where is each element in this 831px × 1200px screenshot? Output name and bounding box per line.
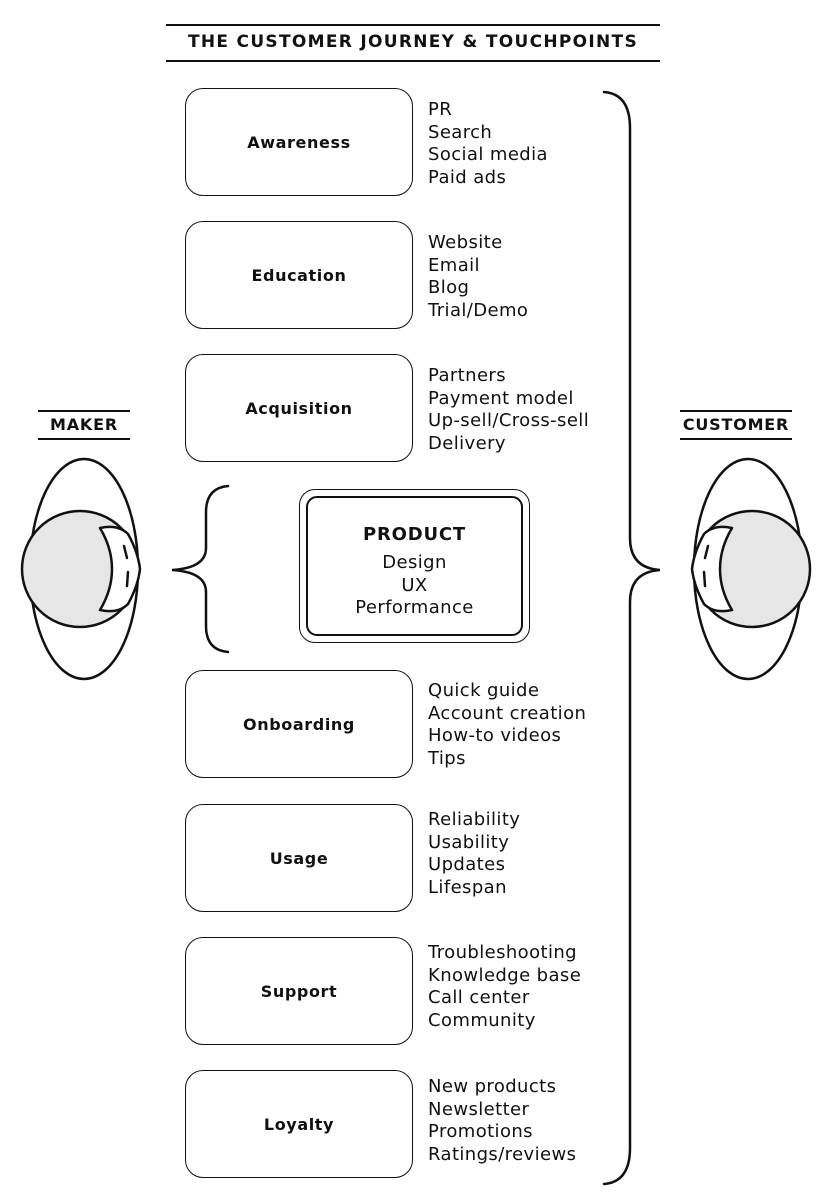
touchpoint-item: Partners bbox=[428, 365, 506, 386]
touchpoint-item: New products bbox=[428, 1076, 557, 1097]
touchpoint-item: Paid ads bbox=[428, 166, 507, 188]
touchpoint-item: Promotions bbox=[428, 1121, 533, 1142]
touchpoint-item: Tips bbox=[428, 747, 466, 769]
touchpoints-awareness: PR Search Social media Paid ads bbox=[428, 99, 548, 189]
touchpoint-item: Delivery bbox=[428, 432, 506, 454]
touchpoints-onboarding: Quick guide Account creation How-to vide… bbox=[428, 680, 586, 770]
product-box: PRODUCT Design UX Performance bbox=[299, 489, 530, 643]
touchpoint-item: Up-sell/Cross-sell bbox=[428, 410, 590, 431]
maker-head-icon bbox=[20, 457, 142, 681]
stage-acquisition: Acquisition bbox=[185, 354, 413, 462]
touchpoint-item: Payment model bbox=[428, 387, 574, 409]
touchpoint-item: Reliability bbox=[428, 809, 521, 830]
stage-label: Awareness bbox=[247, 132, 351, 152]
touchpoint-item: Website bbox=[428, 232, 503, 253]
touchpoint-item: Social media bbox=[428, 144, 548, 165]
stage-label: Usage bbox=[269, 848, 329, 868]
product-item: UX bbox=[401, 574, 428, 596]
touchpoint-item: Knowledge base bbox=[428, 964, 582, 986]
stage-label: Education bbox=[251, 265, 347, 285]
touchpoint-item: Community bbox=[428, 1009, 536, 1031]
maker-label: MAKER bbox=[38, 410, 130, 440]
stage-label: Onboarding bbox=[243, 714, 355, 734]
stage-label: Acquisition bbox=[245, 398, 353, 418]
touchpoint-item: Search bbox=[428, 121, 493, 143]
touchpoints-acquisition: Partners Payment model Up-sell/Cross-sel… bbox=[428, 365, 589, 455]
customer-brace-icon bbox=[602, 90, 661, 1186]
touchpoint-item: How-to videos bbox=[428, 725, 562, 746]
touchpoint-item: Updates bbox=[428, 854, 506, 875]
stage-loyalty: Loyalty bbox=[185, 1070, 413, 1178]
touchpoint-item: Troubleshooting bbox=[428, 942, 577, 963]
stage-education: Education bbox=[185, 221, 413, 329]
touchpoint-item: Call center bbox=[428, 987, 530, 1008]
stage-onboarding: Onboarding bbox=[185, 670, 413, 778]
customer-label: CUSTOMER bbox=[680, 410, 792, 440]
touchpoint-item: Ratings/reviews bbox=[428, 1143, 577, 1165]
touchpoint-item: Blog bbox=[428, 277, 470, 298]
title-frame: THE CUSTOMER JOURNEY & TOUCHPOINTS bbox=[166, 24, 660, 62]
maker-brace-icon bbox=[171, 484, 230, 654]
touchpoint-item: Trial/Demo bbox=[428, 299, 529, 321]
customer-head-icon bbox=[690, 457, 812, 681]
product-item: Performance bbox=[355, 597, 474, 618]
touchpoint-item: PR bbox=[428, 99, 453, 120]
stage-label: Support bbox=[260, 981, 338, 1001]
product-box-inner: PRODUCT Design UX Performance bbox=[306, 496, 523, 636]
touchpoint-item: Lifespan bbox=[428, 876, 507, 898]
stage-awareness: Awareness bbox=[185, 88, 413, 196]
touchpoint-item: Usability bbox=[428, 831, 510, 853]
touchpoints-usage: Reliability Usability Updates Lifespan bbox=[428, 809, 520, 899]
touchpoints-education: Website Email Blog Trial/Demo bbox=[428, 232, 528, 322]
stage-label: Loyalty bbox=[263, 1114, 335, 1134]
touchpoint-item: Quick guide bbox=[428, 680, 540, 701]
touchpoints-loyalty: New products Newsletter Promotions Ratin… bbox=[428, 1076, 576, 1166]
product-title: PRODUCT bbox=[362, 524, 466, 545]
stage-support: Support bbox=[185, 937, 413, 1045]
diagram-title: THE CUSTOMER JOURNEY & TOUCHPOINTS bbox=[187, 32, 638, 52]
stage-usage: Usage bbox=[185, 804, 413, 912]
product-item: Design bbox=[382, 552, 447, 573]
product-items: Design UX Performance bbox=[308, 552, 521, 620]
touchpoints-support: Troubleshooting Knowledge base Call cent… bbox=[428, 942, 581, 1032]
touchpoint-item: Newsletter bbox=[428, 1098, 530, 1120]
touchpoint-item: Email bbox=[428, 254, 480, 276]
touchpoint-item: Account creation bbox=[428, 702, 587, 724]
